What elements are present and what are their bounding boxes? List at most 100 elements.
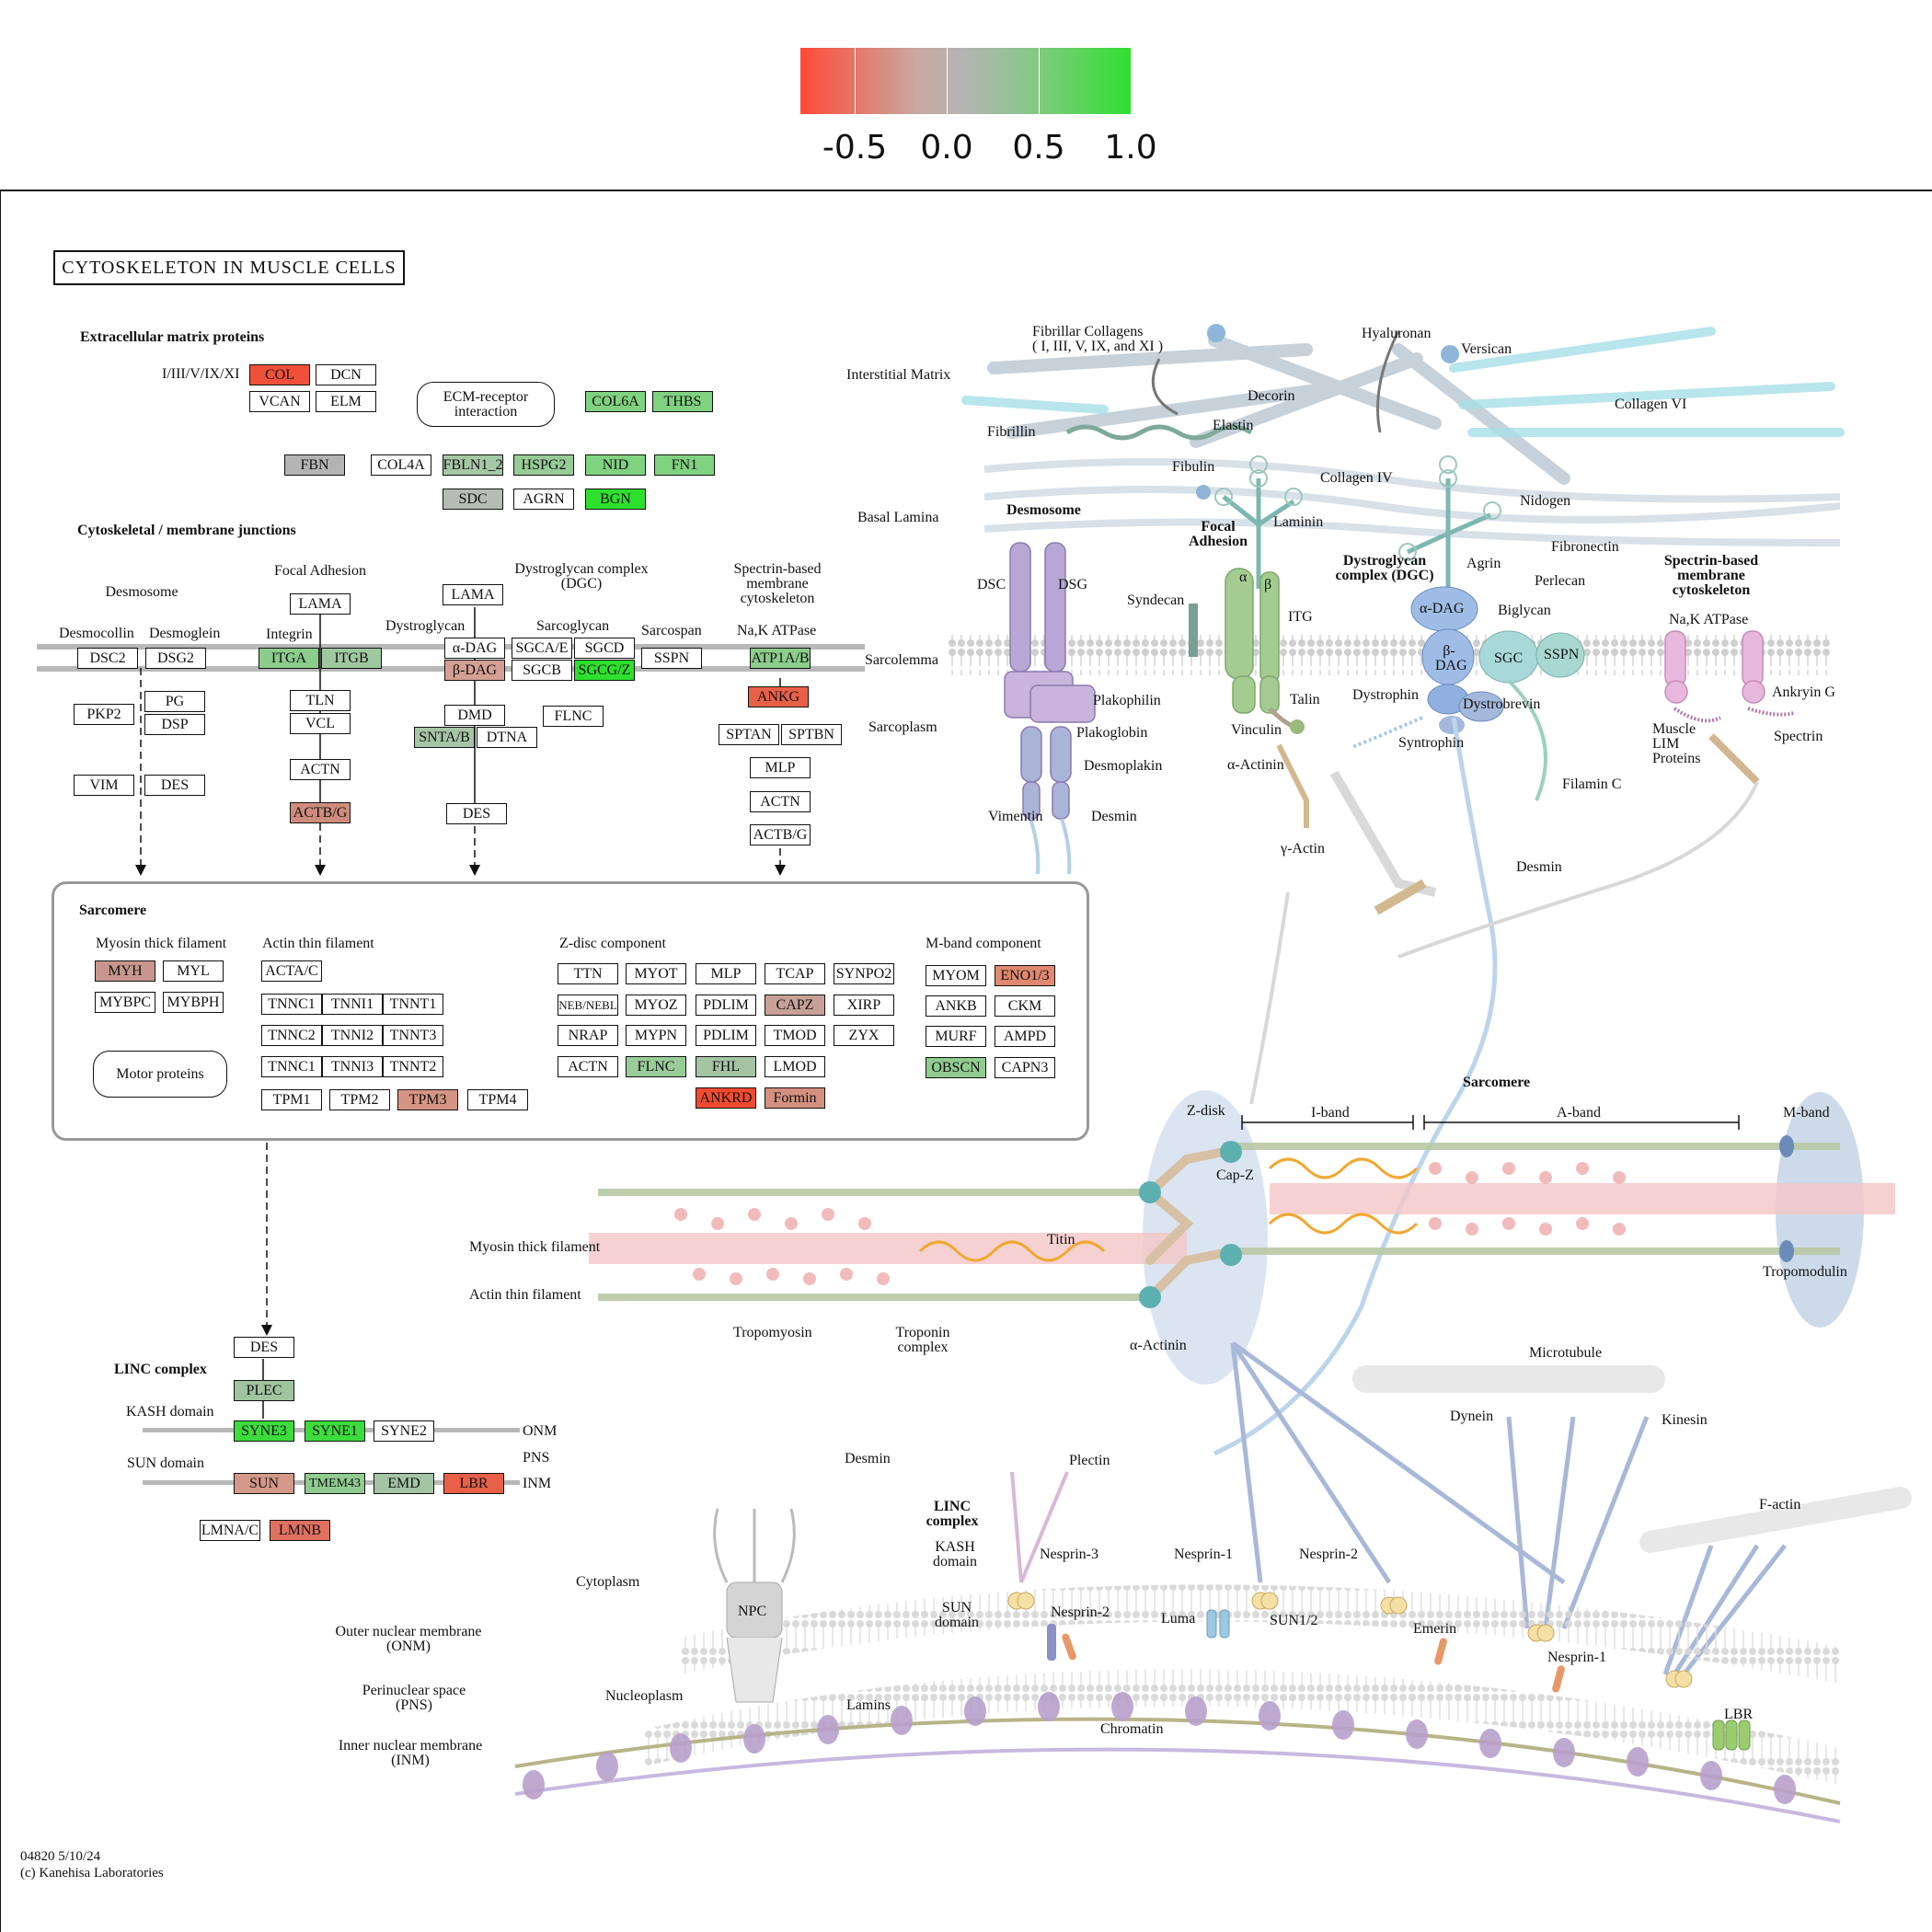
gene-agrn[interactable]: AGRN	[513, 489, 574, 510]
gene-pkp2[interactable]: PKP2	[74, 704, 134, 725]
gene-vim[interactable]: VIM	[74, 775, 134, 796]
gene-plec[interactable]: PLEC	[234, 1380, 294, 1401]
gene-neb[interactable]: NEB/NEBL	[558, 995, 618, 1016]
gene-mlp[interactable]: MLP	[750, 757, 811, 778]
gene-synpo2[interactable]: SYNPO2	[834, 963, 894, 984]
gene-sptan[interactable]: SPTAN	[719, 724, 779, 745]
gene-tnni2[interactable]: TNNI2	[322, 1025, 383, 1046]
gene-myom[interactable]: MYOM	[926, 965, 986, 986]
gene-des[interactable]: DES	[144, 775, 205, 796]
gene-thbs[interactable]: THBS	[652, 391, 713, 412]
gene-lmnb[interactable]: LMNB	[270, 1520, 330, 1541]
gene-tpm2[interactable]: TPM2	[329, 1089, 390, 1110]
gene-elm[interactable]: ELM	[316, 391, 376, 412]
gene-lama[interactable]: LAMA	[443, 584, 503, 605]
gene-mypn[interactable]: MYPN	[626, 1025, 686, 1046]
gene-syne3[interactable]: SYNE3	[234, 1420, 294, 1442]
gene-actbg[interactable]: ACTB/G	[750, 824, 811, 845]
gene-mybpc[interactable]: MYBPC	[95, 992, 155, 1013]
gene-dsc2[interactable]: DSC2	[77, 648, 138, 669]
gene-myh[interactable]: MYH	[95, 960, 155, 982]
gene-syne1[interactable]: SYNE1	[305, 1420, 365, 1442]
gene-vcan[interactable]: VCAN	[249, 391, 310, 412]
gene-capn3[interactable]: CAPN3	[995, 1057, 1055, 1078]
gene-tln[interactable]: TLN	[290, 690, 351, 711]
gene-ampd[interactable]: AMPD	[995, 1026, 1055, 1047]
gene-myoz[interactable]: MYOZ	[626, 995, 686, 1016]
gene-capz[interactable]: CAPZ	[765, 995, 825, 1016]
gene-bdag[interactable]: β-DAG	[444, 660, 505, 681]
gene-myot[interactable]: MYOT	[626, 963, 686, 984]
gene-syne2[interactable]: SYNE2	[374, 1420, 434, 1442]
gene-dtna[interactable]: DTNA	[477, 727, 537, 748]
gene-col[interactable]: COL	[249, 364, 310, 385]
gene-fn1[interactable]: FN1	[654, 454, 715, 476]
gene-formin[interactable]: Formin	[765, 1087, 825, 1109]
gene-tnnt1[interactable]: TNNT1	[383, 994, 443, 1015]
gene-eno13[interactable]: ENO1/3	[995, 965, 1055, 986]
gene-sgcb[interactable]: SGCB	[512, 660, 572, 681]
gene-obscn[interactable]: OBSCN	[926, 1057, 986, 1078]
gene-xirp[interactable]: XIRP	[834, 995, 894, 1016]
gene-actn[interactable]: ACTN	[290, 759, 351, 780]
gene-flnc[interactable]: FLNC	[626, 1056, 686, 1077]
gene-zyx[interactable]: ZYX	[834, 1025, 894, 1046]
gene-flnc[interactable]: FLNC	[543, 706, 604, 727]
gene-ankrd[interactable]: ANKRD	[696, 1087, 756, 1109]
gene-des[interactable]: DES	[234, 1337, 294, 1358]
gene-mybph[interactable]: MYBPH	[163, 992, 224, 1013]
gene-tnnc1[interactable]: TNNC1	[261, 994, 322, 1015]
gene-itgb[interactable]: ITGB	[321, 648, 382, 669]
gene-actac[interactable]: ACTA/C	[261, 960, 322, 982]
gene-ttn[interactable]: TTN	[558, 963, 618, 984]
gene-atp1ab[interactable]: ATP1A/B	[750, 648, 811, 669]
gene-sun[interactable]: SUN	[234, 1473, 294, 1494]
gene-col4a[interactable]: COL4A	[371, 454, 431, 476]
gene-murf[interactable]: MURF	[926, 1026, 986, 1047]
gene-actn[interactable]: ACTN	[558, 1056, 618, 1077]
gene-tcap[interactable]: TCAP	[765, 963, 825, 984]
gene-itga[interactable]: ITGA	[259, 648, 319, 669]
gene-pdlim[interactable]: PDLIM	[696, 1025, 756, 1046]
gene-tmod[interactable]: TMOD	[765, 1025, 825, 1046]
gene-tnni3[interactable]: TNNI3	[322, 1056, 383, 1077]
gene-actn[interactable]: ACTN	[750, 791, 811, 812]
gene-bgn[interactable]: BGN	[585, 489, 646, 510]
gene-lbr[interactable]: LBR	[443, 1473, 504, 1494]
gene-lmnac[interactable]: LMNA/C	[200, 1520, 260, 1541]
gene-sdc[interactable]: SDC	[443, 489, 503, 510]
gene-lmod[interactable]: LMOD	[765, 1056, 825, 1077]
gene-hspg2[interactable]: HSPG2	[513, 454, 574, 476]
gene-lama[interactable]: LAMA	[290, 593, 351, 615]
gene-emd[interactable]: EMD	[374, 1473, 434, 1494]
gene-fbln[interactable]: FBLN1_2	[443, 454, 503, 476]
gene-sspn[interactable]: SSPN	[641, 648, 702, 669]
gene-sntab[interactable]: SNTA/B	[414, 727, 475, 748]
gene-ckm[interactable]: CKM	[995, 995, 1055, 1017]
gene-ankg[interactable]: ANKG	[748, 686, 809, 707]
gene-tnnc2[interactable]: TNNC2	[261, 1025, 322, 1046]
gene-tpm1[interactable]: TPM1	[261, 1089, 322, 1110]
gene-tnni1[interactable]: TNNI1	[322, 994, 383, 1015]
gene-pdlim[interactable]: PDLIM	[696, 995, 756, 1016]
gene-sgcgz[interactable]: SGCG/Z	[574, 660, 635, 681]
gene-tnnt3[interactable]: TNNT3	[383, 1025, 443, 1046]
gene-myl[interactable]: MYL	[163, 960, 224, 982]
gene-col6a[interactable]: COL6A	[585, 391, 646, 412]
gene-mlp[interactable]: MLP	[696, 963, 756, 984]
gene-tnnt2[interactable]: TNNT2	[383, 1056, 443, 1077]
gene-adag[interactable]: α-DAG	[444, 638, 505, 659]
gene-dsp[interactable]: DSP	[144, 714, 205, 735]
gene-pg[interactable]: PG	[144, 691, 205, 712]
gene-sgcae[interactable]: SGCA/E	[512, 638, 572, 659]
gene-dcn[interactable]: DCN	[316, 364, 376, 385]
gene-fhl[interactable]: FHL	[696, 1056, 756, 1077]
ecm-receptor-map-link[interactable]: ECM-receptor interaction	[417, 382, 555, 427]
gene-fbn[interactable]: FBN	[284, 454, 345, 476]
gene-des[interactable]: DES	[446, 803, 507, 824]
gene-sptbn[interactable]: SPTBN	[781, 724, 842, 745]
gene-tpm4[interactable]: TPM4	[467, 1089, 528, 1110]
gene-nid[interactable]: NID	[585, 454, 646, 476]
motor-proteins-link[interactable]: Motor proteins	[93, 1051, 227, 1098]
gene-ankb[interactable]: ANKB	[926, 995, 986, 1017]
